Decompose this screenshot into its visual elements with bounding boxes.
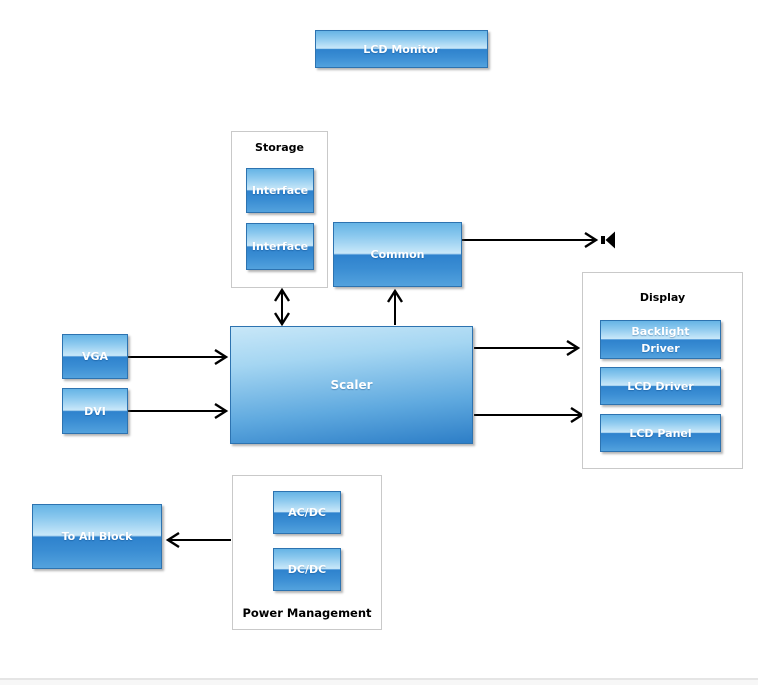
block-dcdc-label: DC/DC bbox=[287, 563, 327, 576]
block-acdc-label: AC/DC bbox=[288, 506, 326, 519]
block-dvi-label: DVI bbox=[84, 404, 106, 418]
block-storage-interface-2-label: Interface bbox=[251, 240, 309, 253]
block-lcd-driver-label: LCD Driver bbox=[627, 379, 694, 393]
group-power-management-title: Power Management bbox=[242, 606, 372, 620]
block-dvi: DVI bbox=[62, 388, 128, 434]
group-display-title: Display bbox=[639, 291, 686, 304]
block-scaler-label: Scaler bbox=[330, 377, 373, 392]
block-lcd-monitor-label: LCD Monitor bbox=[363, 42, 440, 56]
block-lcd-panel: LCD Panel bbox=[600, 414, 721, 452]
block-storage-interface-1-label: Interface bbox=[251, 184, 309, 197]
block-storage-interface-1: Interface bbox=[246, 168, 314, 213]
block-to-all-block: To All Block bbox=[32, 504, 162, 569]
block-common: Common bbox=[333, 222, 462, 287]
block-scaler: Scaler bbox=[230, 326, 473, 444]
block-backlight-driver: Backlight Driver bbox=[600, 320, 721, 359]
block-backlight-driver-label: Backlight Driver bbox=[631, 324, 690, 355]
block-lcd-monitor: LCD Monitor bbox=[315, 30, 488, 68]
group-storage-title: Storage bbox=[255, 141, 304, 154]
bottom-divider bbox=[0, 678, 758, 685]
speaker-icon bbox=[601, 231, 615, 249]
block-vga-label: VGA bbox=[81, 350, 109, 363]
block-common-label: Common bbox=[370, 248, 425, 261]
block-lcd-panel-label: LCD Panel bbox=[629, 426, 692, 440]
group-power-management: AC/DC DC/DC Power Management bbox=[232, 475, 382, 630]
block-storage-interface-2: Interface bbox=[246, 223, 314, 270]
group-storage: Storage Interface Interface bbox=[231, 131, 328, 288]
block-to-all-block-label: To All Block bbox=[61, 530, 133, 543]
block-lcd-driver: LCD Driver bbox=[600, 367, 721, 405]
block-vga: VGA bbox=[62, 334, 128, 379]
group-display: Display Backlight Driver LCD Driver LCD … bbox=[582, 272, 743, 469]
block-acdc: AC/DC bbox=[273, 491, 341, 534]
block-dcdc: DC/DC bbox=[273, 548, 341, 591]
